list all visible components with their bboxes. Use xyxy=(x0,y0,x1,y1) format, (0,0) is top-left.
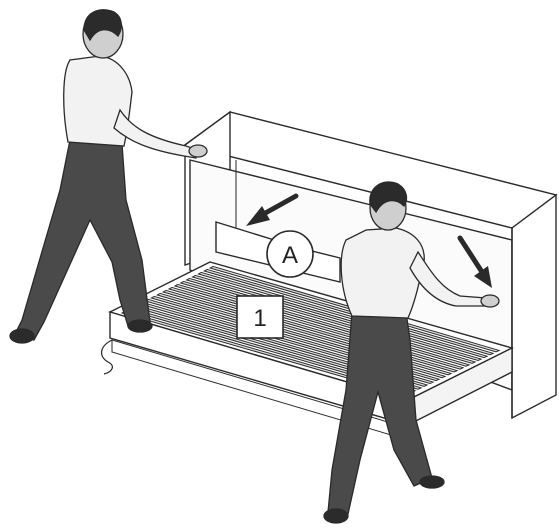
cable xyxy=(102,340,113,374)
callout-box-label: 1 xyxy=(253,305,266,332)
person-right-hand xyxy=(481,295,499,307)
person-right-shoe-right xyxy=(420,476,444,488)
person-right-shirt xyxy=(341,228,424,318)
callout-circle-label: A xyxy=(282,242,298,269)
person-left-trousers xyxy=(14,140,150,340)
person-right-shoe-left xyxy=(324,509,348,523)
person-left-hand xyxy=(189,145,207,157)
callout-box: 1 xyxy=(237,296,283,338)
callout-circle: A xyxy=(267,231,313,277)
cabinet-right-side xyxy=(512,195,556,418)
person-left-shoe-left xyxy=(10,329,34,343)
person-left-shoe-right xyxy=(128,320,152,332)
